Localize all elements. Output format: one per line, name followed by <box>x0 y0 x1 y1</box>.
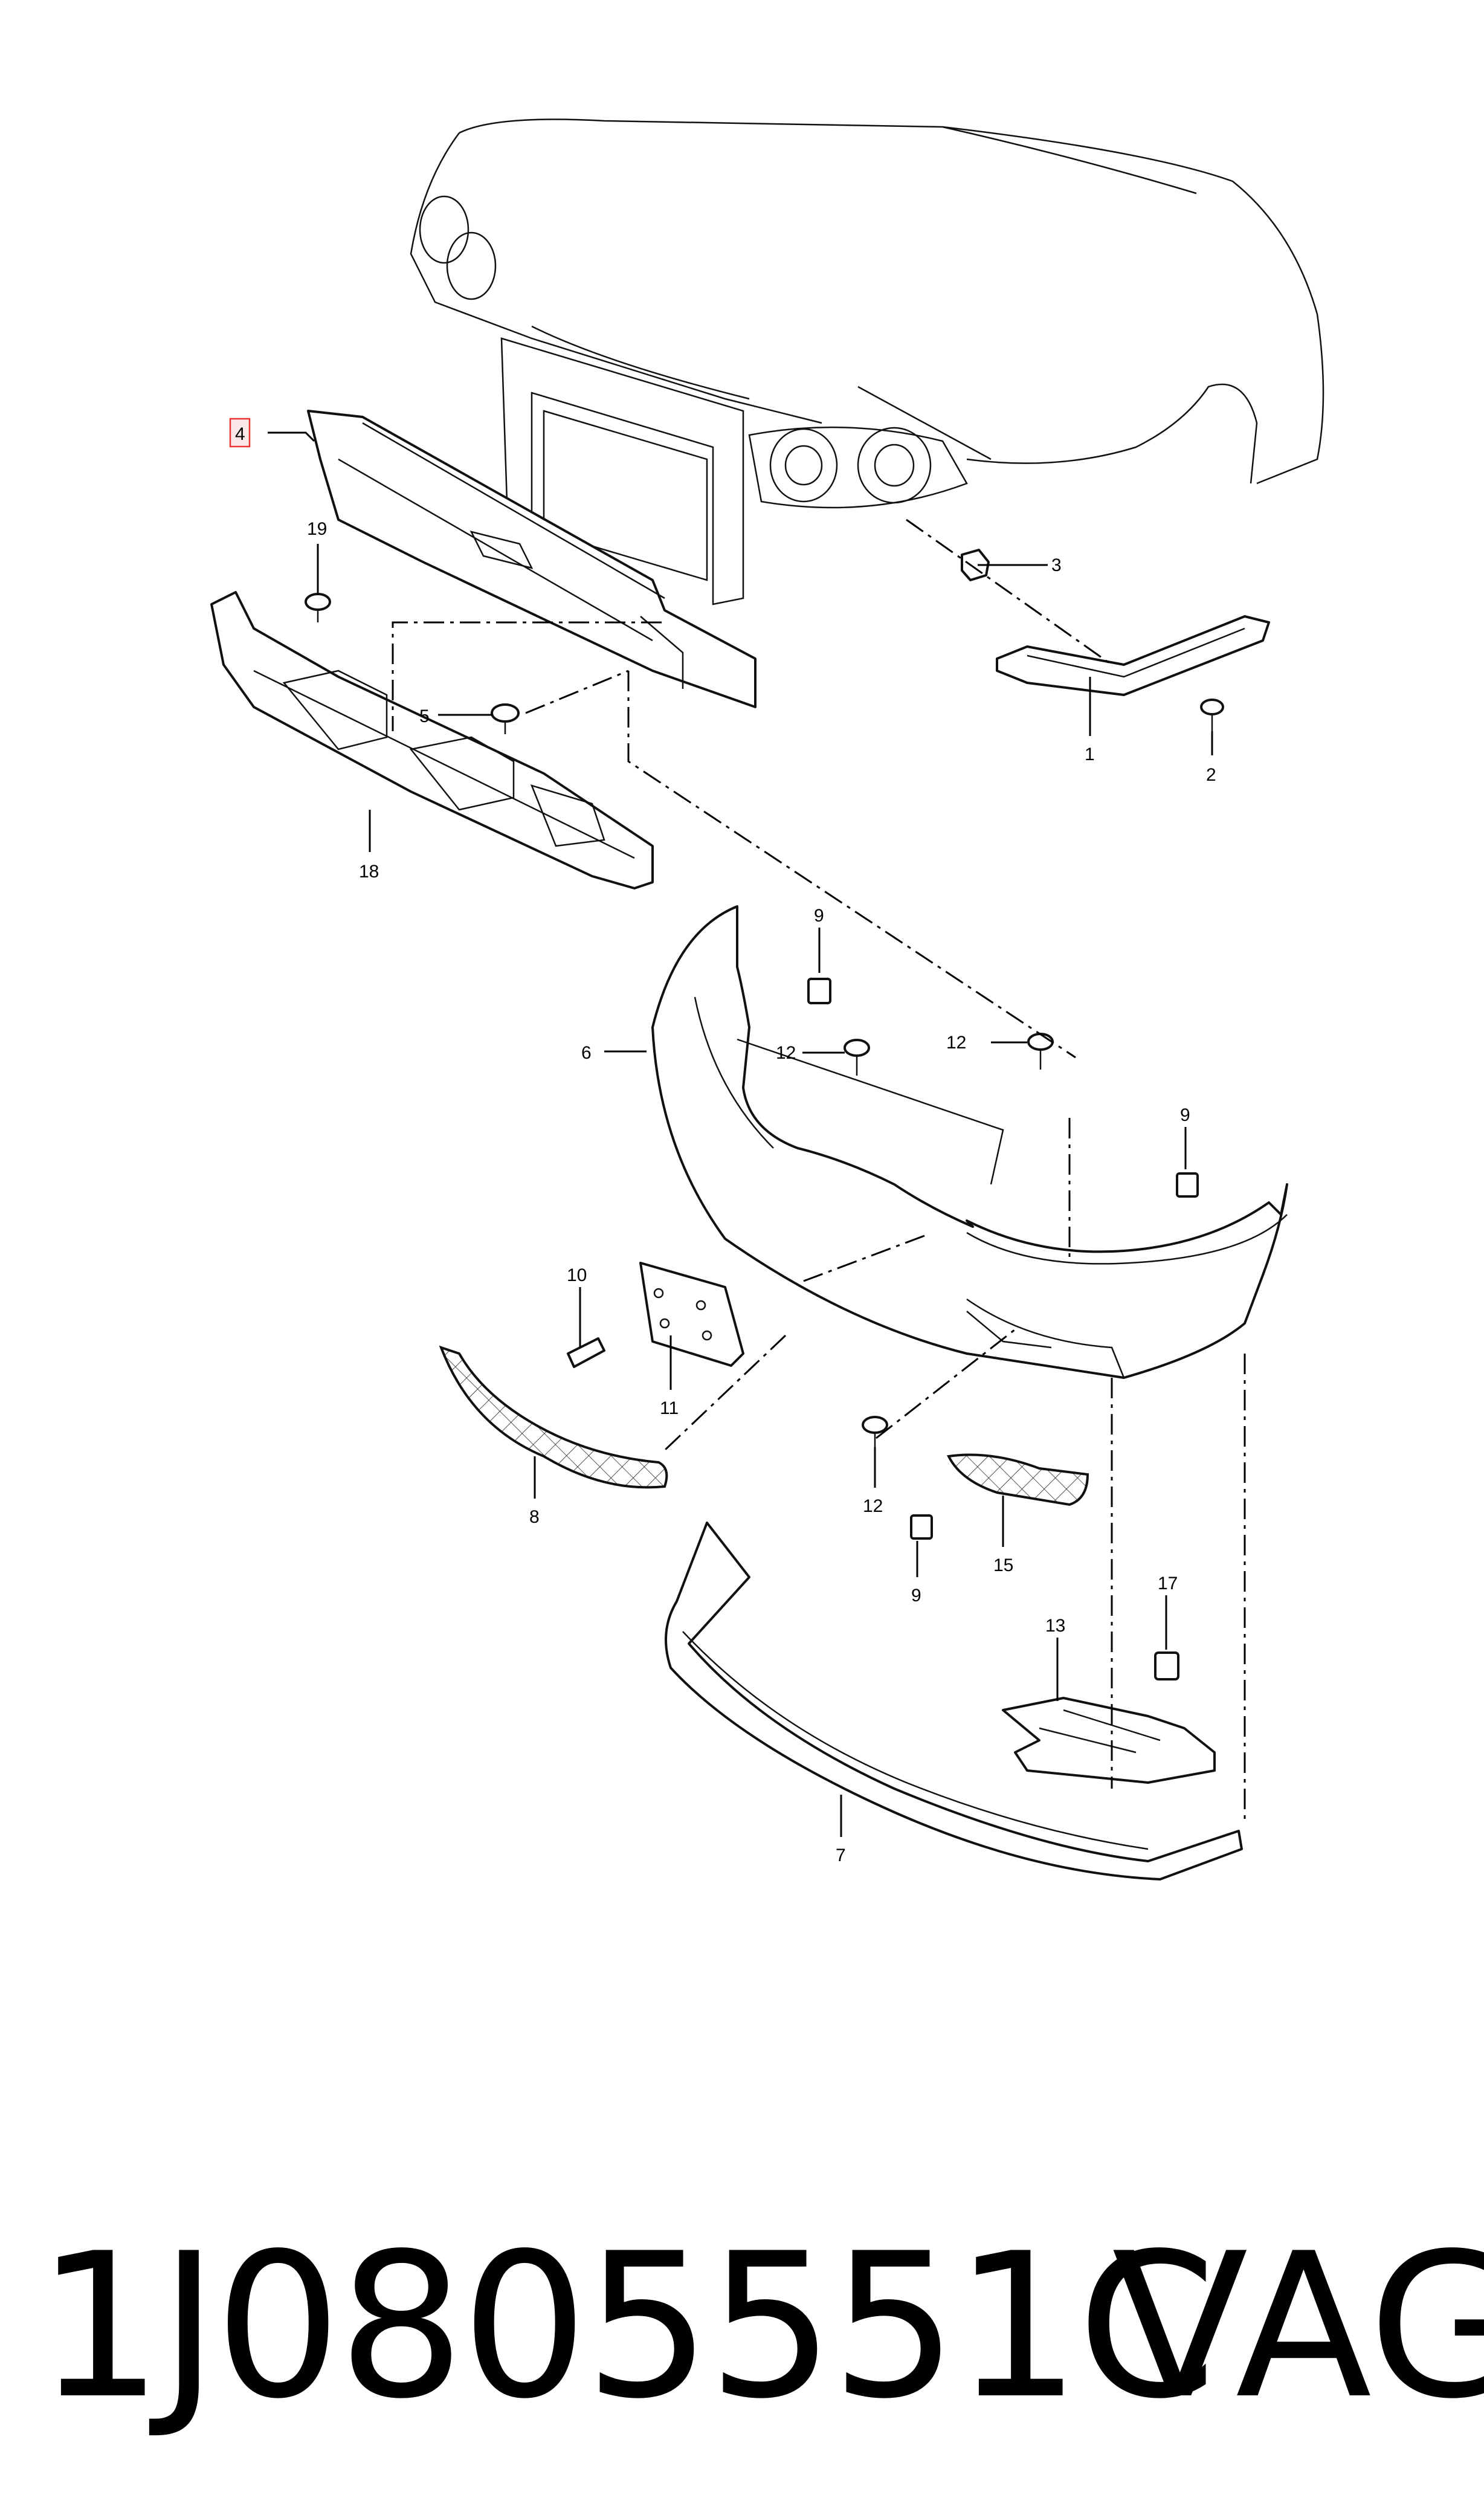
callout-18: 18 <box>359 862 379 882</box>
callout-5: 5 <box>419 706 430 726</box>
nut-part-9-right <box>1176 1172 1199 1198</box>
callout-9-right: 9 <box>1180 1105 1190 1125</box>
bumper-cover-part-6 <box>651 905 1288 1379</box>
clip-part-17 <box>1154 1651 1179 1680</box>
callout-6: 6 <box>581 1043 592 1063</box>
assembly-lines <box>392 518 1246 1825</box>
callout-labels: 4 19 3 1 2 5 18 9 6 12 12 9 10 11 8 12 9… <box>229 418 1216 1865</box>
rivet-part-10 <box>567 1337 605 1368</box>
callout-9-lower: 9 <box>911 1586 921 1606</box>
callout-12-right: 12 <box>946 1033 966 1053</box>
callout-7: 7 <box>836 1845 846 1865</box>
nut-part-9-top <box>807 978 831 1004</box>
callout-1: 1 <box>1085 744 1095 764</box>
nut-part-9-lower <box>910 1514 933 1540</box>
parts-diagram: 4 19 3 1 2 5 18 9 6 12 12 9 10 11 8 12 9… <box>210 118 1324 1880</box>
callout-11: 11 <box>660 1398 679 1418</box>
callout-12-left: 12 <box>776 1043 796 1063</box>
callout-19: 19 <box>307 519 327 539</box>
callout-17: 17 <box>1158 1574 1178 1593</box>
callout-15: 15 <box>993 1555 1013 1575</box>
undertray-part-13 <box>1002 1697 1216 1784</box>
callout-13: 13 <box>1045 1616 1065 1636</box>
callout-4-highlight <box>229 418 251 448</box>
callout-2: 2 <box>1206 765 1216 785</box>
leader-lines <box>268 431 1213 1837</box>
brand-name: VAG <box>1112 2210 1484 2442</box>
side-grille-part-15 <box>946 1453 1089 1506</box>
energy-absorber-part-18 <box>210 591 654 889</box>
mounting-bracket-part-1 <box>996 615 1270 696</box>
screw-part-12-lower <box>862 1416 888 1447</box>
footer: 1J0805551C VAG <box>0 2200 1484 2453</box>
callout-4: 4 <box>235 424 245 444</box>
part-number: 1J0805551C <box>36 2210 1216 2442</box>
callout-3: 3 <box>1051 555 1062 575</box>
license-plate-bracket-part-11 <box>639 1262 744 1367</box>
callout-10: 10 <box>567 1265 587 1285</box>
bolt-part-5 <box>491 703 520 734</box>
bolt-part-19 <box>305 593 331 622</box>
callout-12-lower: 12 <box>863 1496 883 1516</box>
reinforcement-bar-part-4 <box>307 410 757 708</box>
center-grille-part-8 <box>439 1345 668 1489</box>
lower-spoiler-part-7 <box>665 1522 1243 1880</box>
callout-8: 8 <box>529 1507 540 1527</box>
screw-part-2 <box>1200 699 1224 731</box>
screw-part-12-left <box>844 1039 870 1076</box>
callout-9-top: 9 <box>814 906 824 926</box>
